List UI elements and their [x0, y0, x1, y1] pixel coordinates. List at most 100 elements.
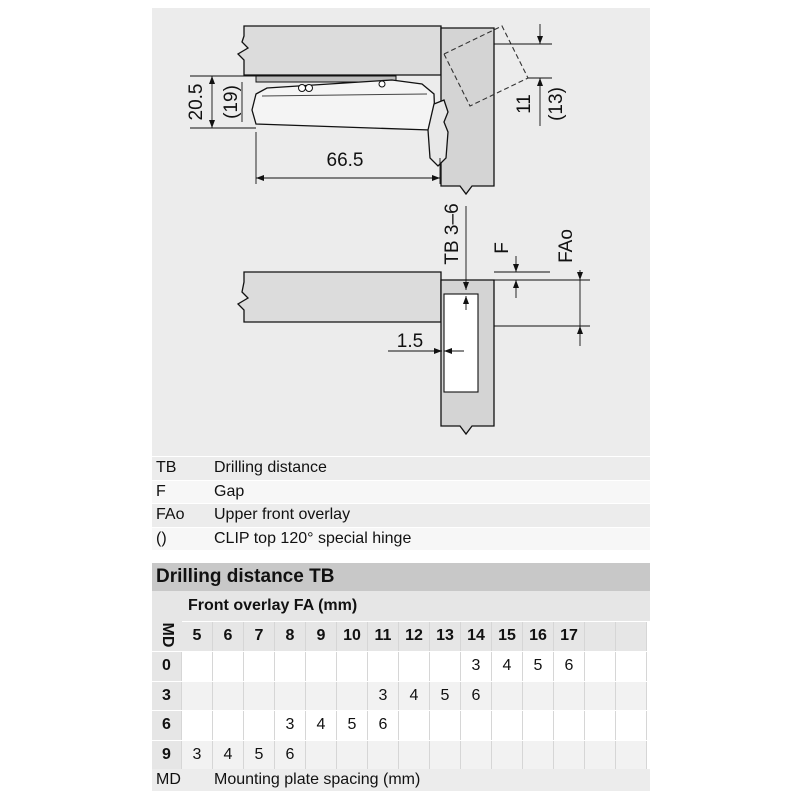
fa-header-label: Front overlay FA (mm) — [188, 597, 358, 614]
table-cell — [275, 652, 306, 681]
table-cell: 4 — [306, 711, 337, 740]
table-cell — [399, 740, 430, 769]
table-cell: 5 — [523, 652, 554, 681]
table-cell — [213, 652, 244, 681]
table-cell — [337, 681, 368, 710]
dim-19: (19) — [221, 85, 242, 119]
table-cell — [616, 740, 647, 769]
table-cell: 6 — [368, 711, 399, 740]
table-cell — [430, 740, 461, 769]
dim-66-5: 66.5 — [327, 150, 364, 171]
column-header-fa: 11 — [368, 622, 399, 651]
lower-side-panel — [236, 271, 442, 323]
table-cell: 3 — [368, 681, 399, 710]
legend-row-f: F Gap — [152, 480, 650, 504]
legend-row-tb: TB Drilling distance — [152, 457, 650, 481]
table-cell — [244, 681, 275, 710]
legend-row-parentheses: () CLIP top 120° special hinge — [152, 527, 650, 551]
row-label-md: 0 — [152, 652, 182, 681]
legend-symbol: FAo — [156, 506, 185, 524]
row-label-md: 3 — [152, 681, 182, 710]
table-cell — [616, 681, 647, 710]
table-cell — [244, 652, 275, 681]
dim-f: F — [492, 242, 513, 254]
table-cell — [554, 711, 585, 740]
table-cell — [430, 652, 461, 681]
row-label-md: 9 — [152, 740, 182, 769]
table-cell — [523, 711, 554, 740]
column-header-fa: 15 — [492, 622, 523, 651]
table-cell — [399, 711, 430, 740]
table-cell — [585, 681, 616, 710]
table-cell — [182, 711, 213, 740]
column-header-fa: 5 — [182, 622, 213, 651]
table-cell — [399, 652, 430, 681]
legend-description: Upper front overlay — [214, 506, 351, 524]
table-cell: 3 — [275, 711, 306, 740]
table-cell — [523, 681, 554, 710]
cup-bore — [443, 293, 479, 393]
hinge-diagram-svg: 20.5 (19) 66.5 11 (13) TB 3–6 — [186, 24, 590, 436]
legend-symbol: () — [156, 529, 167, 547]
fa-header-row: Front overlay FA (mm) — [182, 591, 650, 621]
table-cell: 5 — [337, 711, 368, 740]
legend-row-fao: FAo Upper front overlay — [152, 504, 650, 528]
table-cell — [461, 740, 492, 769]
table-cell — [275, 681, 306, 710]
hinge-arm — [251, 79, 436, 131]
table-cell — [492, 740, 523, 769]
column-header-fa: 13 — [430, 622, 461, 651]
dim-1-5: 1.5 — [397, 331, 423, 352]
table-cell — [182, 652, 213, 681]
column-header-fa: 17 — [554, 622, 585, 651]
md-column-header: MD — [152, 591, 182, 651]
upper-side-panel — [236, 25, 442, 76]
legend-symbol: TB — [156, 459, 177, 477]
legend-description: Drilling distance — [214, 459, 327, 477]
hinge-drawing: 20.5 (19) 66.5 11 (13) TB 3–6 — [152, 8, 650, 456]
table-cell: 5 — [244, 740, 275, 769]
column-header-fa: 7 — [244, 622, 275, 651]
row-label-md: 6 — [152, 711, 182, 740]
md-header-label: MD — [159, 622, 176, 648]
table-cell — [337, 740, 368, 769]
table-cell — [585, 711, 616, 740]
table-cell: 6 — [275, 740, 306, 769]
table-cell: 5 — [430, 681, 461, 710]
dim-13: (13) — [546, 87, 567, 121]
table-cell — [616, 711, 647, 740]
table-cell: 3 — [182, 740, 213, 769]
column-header-fa — [616, 622, 647, 651]
footer-symbol: MD — [156, 771, 181, 788]
table-cell — [585, 652, 616, 681]
symbol-legend: TB Drilling distance F Gap FAo Upper fro… — [152, 457, 650, 551]
hinge-cup — [427, 99, 449, 167]
table-cell — [492, 681, 523, 710]
table-cell — [554, 740, 585, 769]
table-cell — [616, 652, 647, 681]
table-footer: MD Mounting plate spacing (mm) — [152, 769, 650, 791]
dim-20-5: 20.5 — [186, 84, 207, 121]
table-cell — [306, 652, 337, 681]
table-cell — [306, 681, 337, 710]
column-header-fa: 8 — [275, 622, 306, 651]
column-header-fa: 6 — [213, 622, 244, 651]
table-cell: 6 — [554, 652, 585, 681]
dim-tb: TB 3–6 — [442, 203, 463, 264]
table-cell — [430, 711, 461, 740]
mounting-plate — [255, 75, 397, 83]
table-cell — [244, 711, 275, 740]
table-cell: 6 — [461, 681, 492, 710]
table-cell: 4 — [399, 681, 430, 710]
table-cell: 3 — [461, 652, 492, 681]
table-cell — [213, 681, 244, 710]
legend-description: CLIP top 120° special hinge — [214, 529, 412, 547]
table-cell — [585, 740, 616, 769]
dim-11: 11 — [514, 94, 535, 114]
table-cell: 4 — [213, 740, 244, 769]
table-cell — [337, 652, 368, 681]
